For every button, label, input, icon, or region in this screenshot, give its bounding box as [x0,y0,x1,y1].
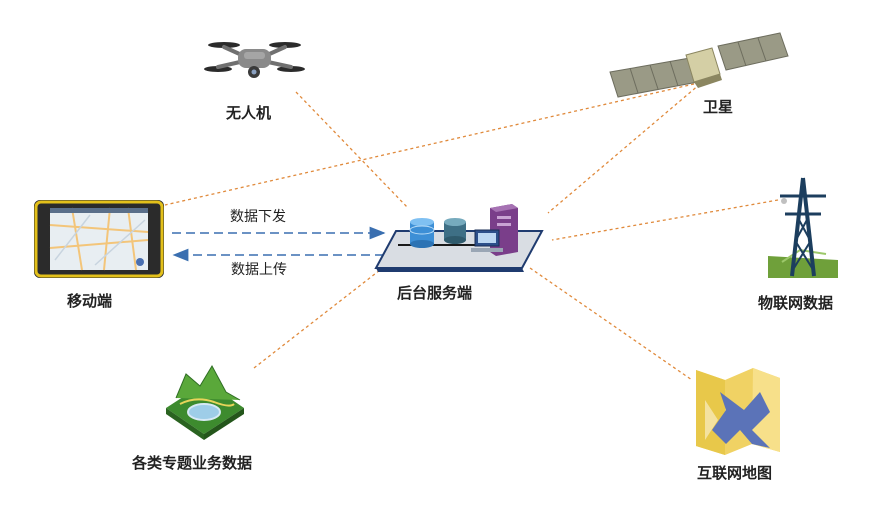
connector-server-map [529,267,693,381]
connector-satellite-mobile [164,83,695,206]
download-label: 数据下发 [230,209,286,225]
server-label: 后台服务端 [397,284,472,302]
iot-tower-icon [768,177,838,278]
upload-label: 数据上传 [231,262,287,278]
drone-icon [204,42,305,78]
map-icon [696,368,780,455]
connector-satellite-server [547,83,701,214]
drone-label: 无人机 [225,104,271,122]
data-flow-arrows [172,226,386,262]
connector-iot-server [551,199,779,241]
tablet-icon [34,200,164,278]
satellite-icon [609,32,789,98]
connector-lines [164,83,779,381]
thematic-label: 各类专题业务数据 [131,454,252,472]
satellite-label: 卫星 [703,98,733,116]
connector-thematic-server [253,269,381,369]
connector-drone-server [295,91,409,209]
iot-label: 物联网数据 [758,294,833,312]
server-icon [374,204,544,272]
internet-map-label: 互联网地图 [697,464,772,482]
mobile-label: 移动端 [67,292,112,310]
terrain-icon [166,364,244,440]
